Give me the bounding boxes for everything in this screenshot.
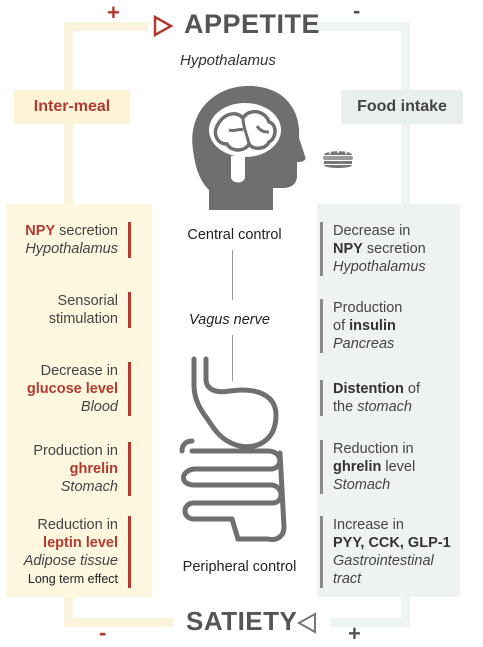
- right-item-distention: Distention of the stomach: [320, 380, 420, 416]
- left-item-glucose-line1: Decrease in: [40, 363, 118, 379]
- left-item-sensorial-line2: stimulation: [48, 311, 118, 327]
- title-appetite: APPETITE: [184, 9, 321, 39]
- right-item-insulin-line2: of insulin: [333, 317, 402, 335]
- right-item-pyy-line3: Gastrointestinal: [333, 553, 434, 569]
- left-item-leptin-line1: Reduction in: [37, 517, 118, 533]
- right-item-ghrelin-line2: ghrelin level: [333, 458, 415, 476]
- right-item-distention-the: the: [333, 399, 358, 415]
- right-item-insulin-line1: Production: [333, 300, 403, 316]
- left-item-npy-npy: NPY: [25, 223, 56, 239]
- hypothalamus-label: Hypothalamus: [180, 52, 276, 69]
- left-item-glucose: Decrease in glucose level Blood: [27, 362, 131, 416]
- right-panel: [317, 204, 460, 597]
- right-item-distention-distention: Distention: [333, 381, 404, 397]
- left-item-npy-line2: Hypothalamus: [25, 241, 118, 257]
- left-item-leptin-line3: Adipose tissue: [23, 553, 118, 569]
- right-item-ghrelin-line1: Reduction in: [333, 441, 414, 457]
- left-item-npy: NPY secretion Hypothalamus: [25, 222, 131, 258]
- left-loop-bottom: [64, 618, 174, 627]
- vagus-line-top: [232, 250, 233, 300]
- left-item-npy-secretion: secretion: [55, 223, 118, 239]
- central-control-label: Central control: [187, 227, 282, 243]
- left-item-glucose-line2: glucose level: [26, 381, 118, 397]
- head-brain-icon: [192, 85, 306, 210]
- left-item-glucose-line3: Blood: [80, 399, 118, 415]
- right-item-insulin-line3: Pancreas: [333, 336, 395, 352]
- right-item-ghrelin-level: level: [381, 459, 416, 475]
- sandwich-icon: [323, 151, 353, 168]
- right-item-npy: Decrease in NPY secretion Hypothalamus: [320, 222, 426, 276]
- vagus-line-bottom: [232, 335, 233, 381]
- tag-food-intake: Food intake: [341, 90, 463, 124]
- right-item-npy-line2: NPY secretion: [333, 240, 426, 258]
- right-item-distention-stomach: stomach: [357, 399, 412, 415]
- left-item-ghrelin-line2: ghrelin: [69, 461, 118, 477]
- title-satiety: SATIETY: [186, 606, 298, 636]
- right-item-npy-line1: Decrease in: [333, 223, 411, 239]
- right-item-distention-of: of: [403, 381, 421, 397]
- right-item-pyy-line1: Increase in: [333, 517, 404, 533]
- left-item-ghrelin: Production in ghrelin Stomach: [33, 442, 131, 496]
- left-item-sensorial-line1: Sensorial: [57, 293, 118, 309]
- right-loop-top: [310, 22, 410, 31]
- right-item-insulin-insulin: insulin: [349, 318, 396, 334]
- play-right-icon: [153, 14, 174, 38]
- right-item-insulin: Production of insulin Pancreas: [320, 299, 402, 353]
- right-item-npy-npy: NPY: [333, 241, 363, 257]
- sign-top-right: -: [353, 0, 361, 23]
- left-item-ghrelin-line1: Production in: [33, 443, 118, 459]
- left-item-leptin-line4: Long term effect: [27, 572, 118, 586]
- play-left-icon: [296, 612, 316, 634]
- left-item-npy-line1: NPY secretion: [25, 222, 118, 240]
- left-loop-top: [64, 22, 148, 31]
- right-loop-bottom: [330, 618, 410, 627]
- left-item-leptin-line2: leptin level: [43, 535, 118, 551]
- left-item-ghrelin-line3: Stomach: [60, 479, 118, 495]
- sign-top-left: +: [107, 0, 120, 25]
- right-item-ghrelin: Reduction in ghrelin level Stomach: [320, 440, 415, 494]
- right-item-insulin-of: of: [333, 318, 350, 334]
- left-panel: [6, 204, 152, 597]
- left-item-sensorial: Sensorial stimulation: [49, 292, 131, 328]
- right-item-pyy: Increase in PYY, CCK, GLP-1 Gastrointest…: [320, 516, 451, 588]
- left-item-leptin: Reduction in leptin level Adipose tissue…: [24, 516, 131, 588]
- stomach-intestine-icon: [179, 356, 287, 542]
- right-item-distention-line2: the stomach: [333, 398, 420, 416]
- tag-inter-meal: Inter-meal: [14, 90, 130, 124]
- right-item-ghrelin-ghrelin: ghrelin: [333, 459, 382, 475]
- sign-bottom-right: +: [348, 621, 361, 646]
- right-item-pyy-line2: PYY, CCK, GLP-1: [333, 535, 451, 551]
- vagus-nerve-label: Vagus nerve: [189, 312, 270, 328]
- right-item-npy-line3: Hypothalamus: [333, 259, 426, 275]
- right-item-ghrelin-line3: Stomach: [333, 477, 391, 493]
- right-item-npy-secretion: secretion: [362, 241, 426, 257]
- right-item-distention-line1: Distention of: [333, 380, 420, 398]
- right-item-pyy-line4: tract: [333, 571, 362, 587]
- sign-bottom-left: -: [99, 620, 107, 645]
- peripheral-control-label: Peripheral control: [182, 559, 297, 575]
